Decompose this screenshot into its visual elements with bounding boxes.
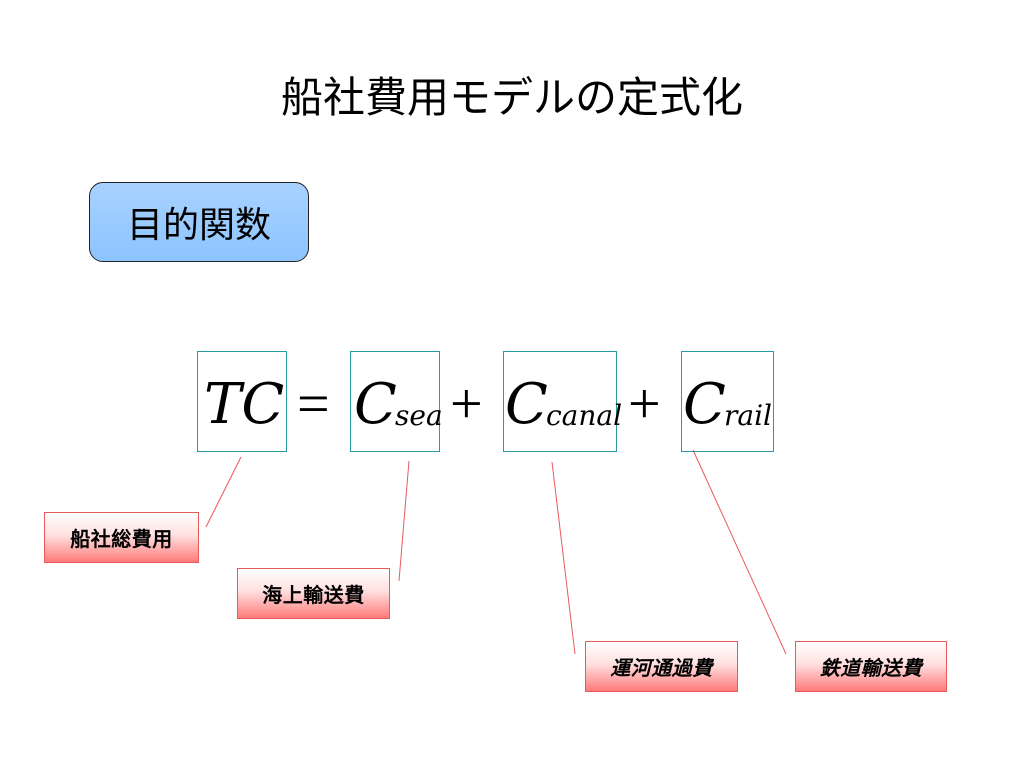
callout-sea-cost: 海上輸送費 [237,568,390,619]
callout-rail-cost: 鉄道輸送費 [795,641,947,692]
slide-title: 船社費用モデルの定式化 [280,73,743,122]
c-symbol-sea: C [354,372,397,437]
plus-sign-2: + [628,371,661,436]
callout-total-cost: 船社総費用 [44,512,199,563]
c-symbol-canal: C [505,372,548,437]
term-box-c-sea [350,351,440,452]
subscript-sea: sea [395,399,443,432]
equals-sign: = [297,371,330,436]
subscript-canal: canal [546,399,623,432]
subscript-rail: rail [724,399,772,432]
term-box-c-canal [503,351,617,452]
callout-canal-cost: 運河通過費 [585,641,738,692]
objective-function-label: 目的関数 [89,182,309,262]
total-cost-symbol: TC [204,372,285,437]
term-box-tc [197,351,287,452]
plus-sign-1: + [450,371,483,436]
c-symbol-rail: C [683,372,726,437]
